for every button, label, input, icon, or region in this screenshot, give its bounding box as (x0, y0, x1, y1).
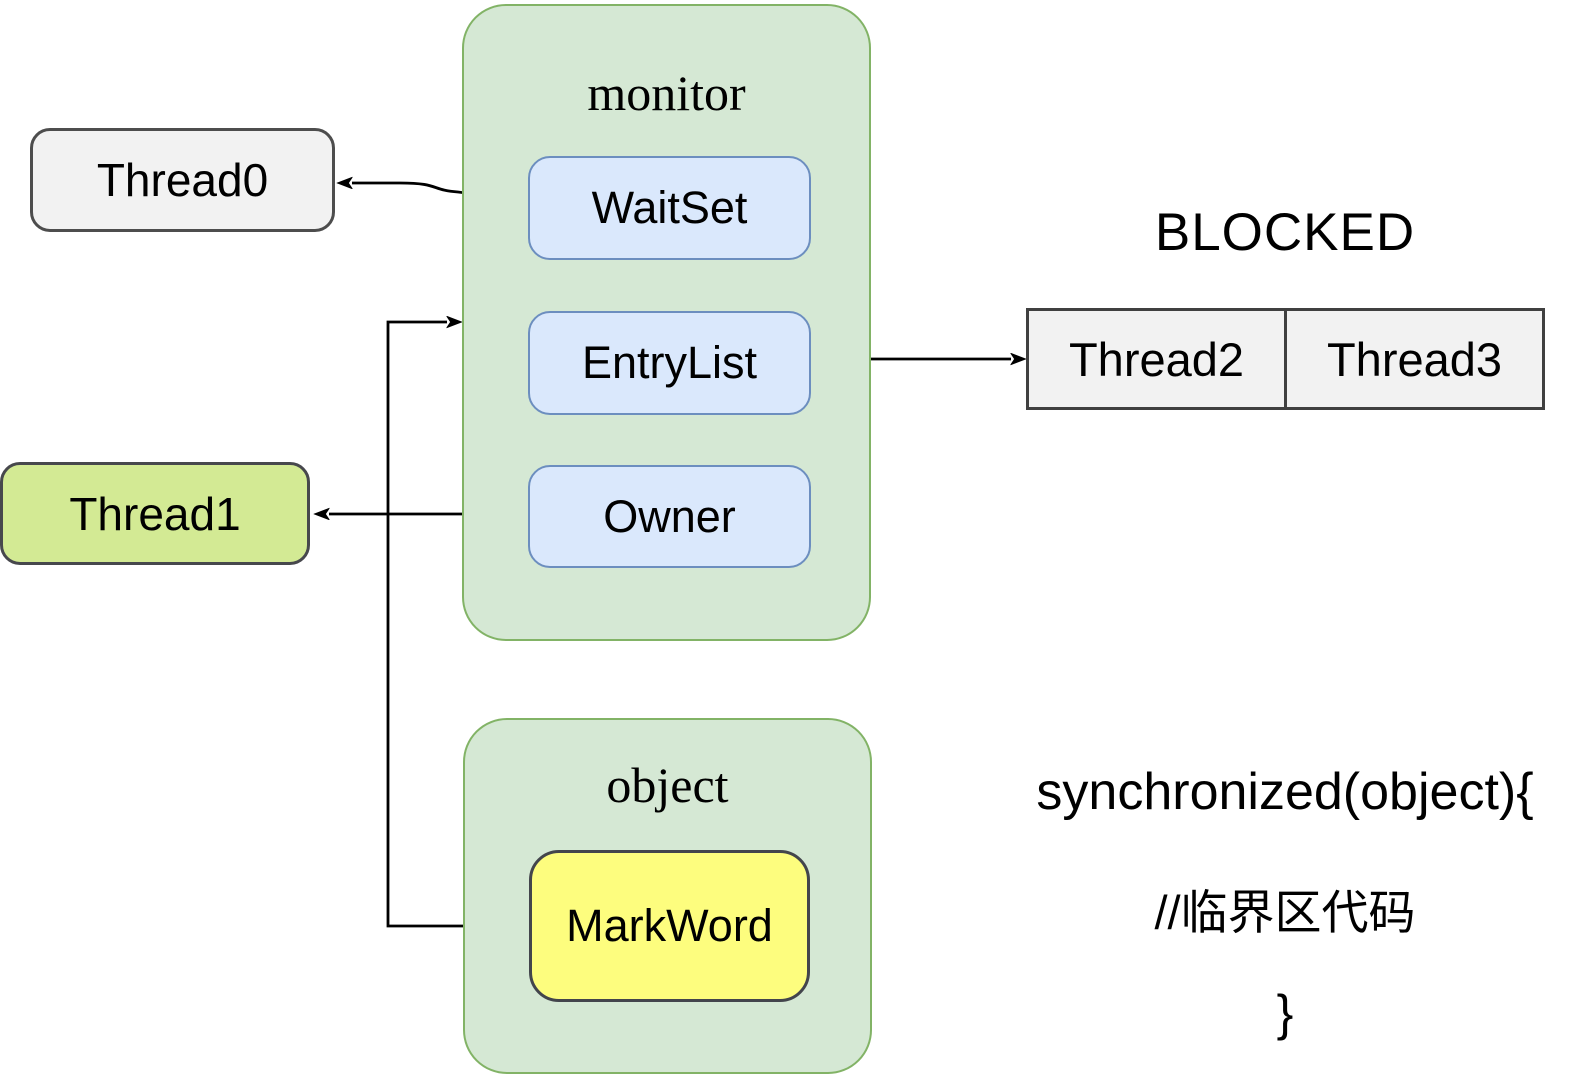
thread2-label: Thread2 (1068, 332, 1245, 386)
blocked-table: Thread2 Thread3 (1026, 308, 1545, 410)
code-line-3: } (1276, 985, 1294, 1041)
thread3-label: Thread3 (1326, 332, 1503, 386)
object-container: object MarkWord (463, 718, 872, 1074)
code-line-2: //临界区代码 (1154, 886, 1416, 939)
waitset-box: WaitSet (528, 156, 811, 260)
entrylist-box: EntryList (528, 311, 811, 415)
thread1-label: Thread1 (69, 487, 241, 540)
thread2-cell: Thread2 (1029, 311, 1284, 407)
thread1-box: Thread1 (0, 462, 310, 565)
blocked-title: BLOCKED (1154, 203, 1416, 262)
entrylist-label: EntryList (581, 337, 758, 388)
code-line-1: synchronized(object){ (1036, 763, 1534, 821)
monitor-container: monitor WaitSet EntryList Owner (462, 4, 871, 641)
thread3-cell: Thread3 (1284, 311, 1542, 407)
waitset-label: WaitSet (591, 182, 748, 233)
markword-box: MarkWord (529, 850, 810, 1002)
object-title: object (606, 757, 729, 813)
owner-label: Owner (603, 490, 736, 542)
markword-label: MarkWord (566, 900, 773, 951)
thread0-label: Thread0 (96, 154, 269, 206)
thread0-box: Thread0 (30, 128, 335, 232)
owner-box: Owner (528, 465, 811, 568)
monitor-title: monitor (587, 65, 746, 121)
